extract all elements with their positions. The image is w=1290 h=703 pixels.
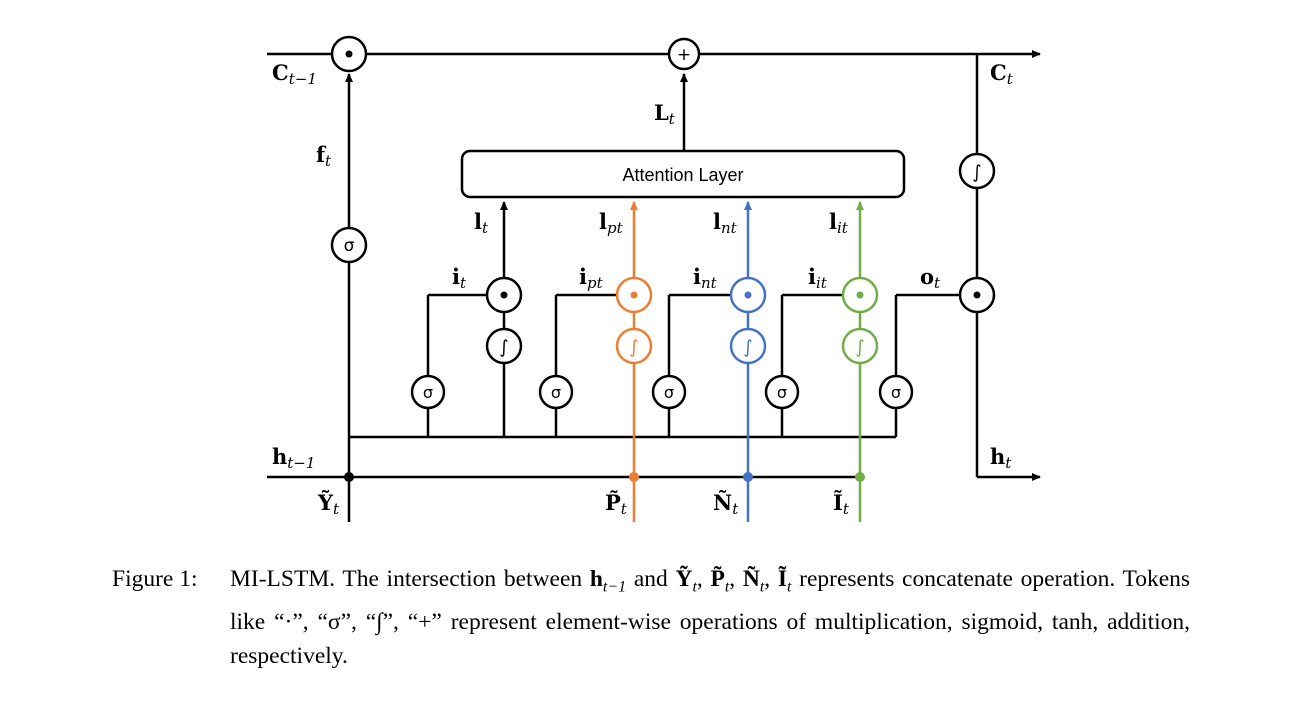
caption-body: MI-LSTM. The intersection between ht−1 a… [230,566,1191,669]
nt-multiply-node [729,276,767,314]
tanh-icon: ∫ [743,337,752,358]
label-i-pt: ipt [579,264,604,292]
tanh-icon: ∫ [629,337,638,358]
cell-tanh-node: ∫ [958,152,996,190]
main-lines [267,50,1041,522]
it-tanh-node: ∫ [485,327,523,365]
label-n-t: Ñt [713,490,739,518]
multiply-dot-icon [973,291,981,299]
label-c-prev: Ct−1 [272,60,317,88]
concat-junction-y [344,472,354,482]
multiply-dot-icon [630,291,638,299]
label-l-out: Lt [654,100,676,128]
label-h-t: ht [990,444,1012,472]
figure-caption: Figure 1: MI-LSTM. The intersection betwe… [112,562,1197,673]
sigmoid-icon: σ [551,383,561,402]
label-h-prev: ht−1 [272,444,315,472]
sigmoid-gate-iit: σ [764,374,800,410]
tanh-icon: ∫ [855,337,864,358]
plus-icon: + [677,45,691,65]
attention-layer: Attention Layer [460,149,906,199]
sigmoid-icon: σ [423,383,433,402]
sigmoid-gate-ot: σ [878,374,914,410]
label-f-t: ft [316,142,332,170]
sigmoid-gate-it: σ [410,374,446,410]
forget-multiply-node [330,35,368,73]
multiply-dot-icon [856,291,864,299]
multiply-dot-icon [345,50,353,58]
attention-layer-label: Attention Layer [622,165,743,185]
output-multiply-node [958,276,996,314]
label-i-t: it [452,264,467,292]
nt-tanh-node: ∫ [729,327,767,365]
label-l-t: lt [474,209,489,237]
label-c-t: Ct [990,60,1014,88]
label-i-t-input: Ĩt [833,490,850,518]
label-y-t: Ỹt [317,490,340,518]
label-p-t: P̃t [605,490,628,518]
sigmoid-gate-ipt: σ [538,374,574,410]
sigmoid-icon: σ [664,383,674,402]
pt-multiply-node [615,276,653,314]
sigmoid-icon: σ [344,236,355,256]
label-i-it: iit [808,264,828,292]
label-o-t: ot [920,264,941,292]
sigmoid-icon: σ [891,383,901,402]
label-i-nt: int [693,264,718,292]
multiply-dot-icon [500,291,508,299]
multiply-dot-icon [744,291,752,299]
it-index-tanh-node: ∫ [841,327,879,365]
label-l-pt: lpt [599,209,624,237]
label-l-nt: lnt [713,209,738,237]
mi-lstm-diagram: Attention Layer + σ ∫ ∫ ∫ [267,35,1041,522]
sigmoid-gate-int: σ [651,374,687,410]
figure-label: Figure 1: [112,566,198,592]
it-index-multiply-node [841,276,879,314]
label-l-it: lit [829,209,849,237]
addition-node: + [667,37,701,71]
tanh-icon: ∫ [499,337,508,358]
it-multiply-node [485,276,523,314]
pt-tanh-node: ∫ [615,327,653,365]
tanh-icon: ∫ [972,162,981,183]
sigmoid-icon: σ [777,383,787,402]
forget-sigmoid-node: σ [330,226,368,264]
